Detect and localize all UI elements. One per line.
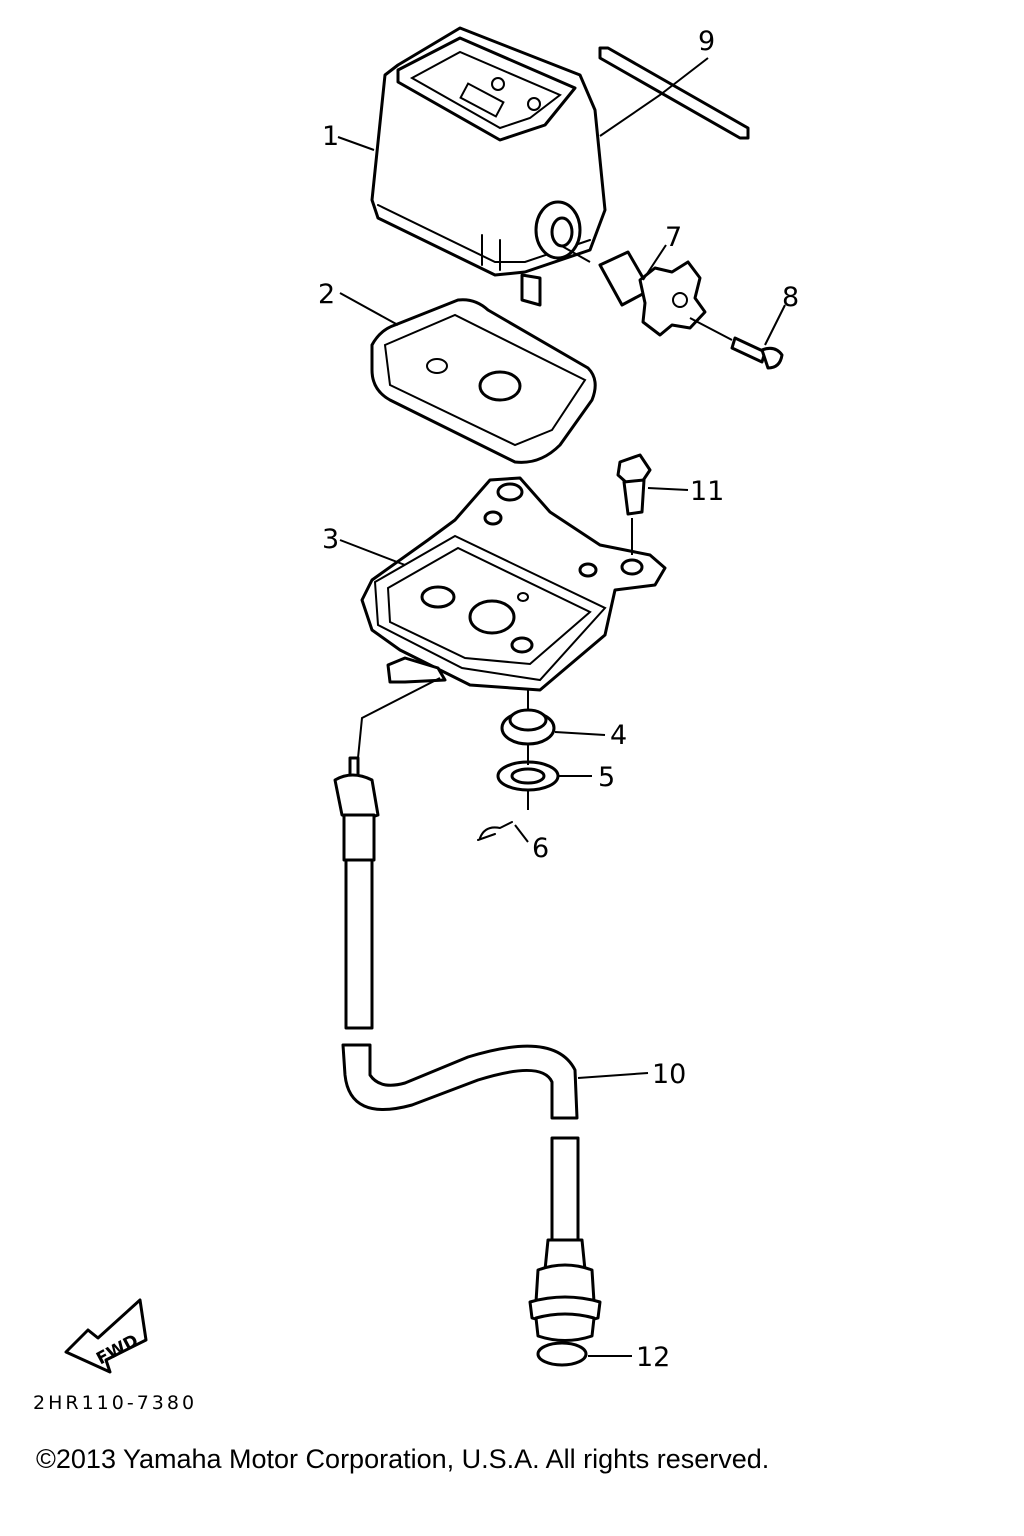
drawing-code: 2HR110-7380 <box>33 1392 197 1414</box>
part-3-bracket <box>360 476 667 692</box>
callout-11: 11 <box>690 476 724 507</box>
part-6-cotter-pin <box>477 821 513 841</box>
part-5-washer <box>496 760 560 792</box>
part-9-strip <box>598 46 750 140</box>
callout-5: 5 <box>598 762 615 793</box>
part-2-cover <box>370 298 597 464</box>
callout-12: 12 <box>636 1342 670 1373</box>
callout-6: 6 <box>532 833 549 864</box>
part-8-screw <box>730 336 784 370</box>
callout-1: 1 <box>322 121 339 152</box>
callout-labels: 1 2 3 4 5 6 7 8 9 10 11 12 <box>318 26 799 1373</box>
leader-lines <box>337 57 786 1357</box>
callout-3: 3 <box>322 524 339 555</box>
forward-arrow-icon: FWD <box>64 1298 148 1374</box>
callout-4: 4 <box>610 720 627 751</box>
part-7-drive-gear <box>598 250 707 337</box>
part-10-cable <box>333 756 602 1342</box>
callout-2: 2 <box>318 279 335 310</box>
callout-7: 7 <box>665 222 682 253</box>
part-11-bolt <box>616 453 652 516</box>
callout-10: 10 <box>652 1059 686 1090</box>
copyright-notice: ©2013 Yamaha Motor Corporation, U.S.A. A… <box>36 1444 770 1474</box>
part-4-grommet <box>500 708 556 746</box>
callout-9: 9 <box>698 26 715 57</box>
part-1-speedometer-housing <box>370 26 607 307</box>
callout-8: 8 <box>782 282 799 313</box>
part-12-o-ring <box>536 1341 588 1367</box>
